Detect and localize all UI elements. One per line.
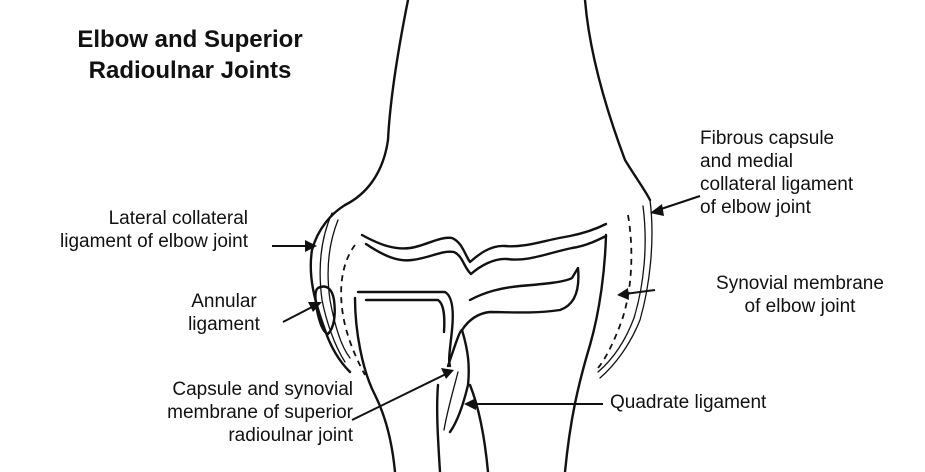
lateral-capsule-band-2 <box>328 220 350 358</box>
radius-head-outline <box>358 292 453 366</box>
arrowhead-quadrate <box>464 398 476 410</box>
label-synovial-line-2: of elbow joint <box>680 295 920 318</box>
ulna-lateral-shaft <box>470 385 488 472</box>
arrowhead-fibrous-capsule <box>650 204 664 216</box>
label-fibrous-line-3: collateral ligament <box>700 173 853 196</box>
arrowhead-synovial-elbow <box>617 288 629 300</box>
label-lateral-collateral: Lateral collateral ligament of elbow joi… <box>60 207 248 253</box>
label-capsule-line-3: radioulnar joint <box>167 424 353 447</box>
medial-capsule-band <box>600 200 652 378</box>
pointer-annular <box>283 306 314 322</box>
title-line-1: Elbow and Superior <box>0 24 380 55</box>
label-capsule-line-1: Capsule and synovial <box>167 378 353 401</box>
label-capsule-superior-radioulnar: Capsule and synovial membrane of superio… <box>167 378 353 447</box>
label-fibrous-capsule: Fibrous capsule and medial collateral li… <box>700 127 853 219</box>
pointer-capsule-superior <box>352 374 446 420</box>
arrowhead-capsule-superior <box>441 368 454 379</box>
radius-shaft-lateral <box>355 298 395 472</box>
label-synovial-membrane-elbow: Synovial membrane of elbow joint <box>680 272 920 318</box>
label-annular-ligament: Annular ligament <box>170 290 278 336</box>
medial-capsule-band-2 <box>598 206 645 372</box>
label-fibrous-line-1: Fibrous capsule <box>700 127 853 150</box>
diagram-title: Elbow and Superior Radioulnar Joints <box>0 24 380 86</box>
humerus-shaft-medial <box>585 0 650 200</box>
label-lateral-collateral-line-1: Lateral collateral <box>60 207 248 230</box>
label-annular-line-2: ligament <box>170 313 278 336</box>
label-annular-line-1: Annular <box>170 290 278 313</box>
radius-head-inner <box>366 300 444 332</box>
ulna-trochlear-notch <box>462 268 578 330</box>
label-fibrous-line-2: and medial <box>700 150 853 173</box>
label-capsule-line-2: membrane of superior <box>167 401 353 424</box>
articular-surface-upper <box>362 224 606 262</box>
radius-neck <box>437 385 440 472</box>
label-quadrate-line-1: Quadrate ligament <box>610 391 766 414</box>
label-lateral-collateral-line-2: ligament of elbow joint <box>60 230 248 253</box>
title-line-2: Radioulnar Joints <box>0 55 380 86</box>
articular-surface-lower <box>366 236 606 274</box>
ulna-shaft-medial <box>565 235 606 472</box>
label-fibrous-line-4: of elbow joint <box>700 196 853 219</box>
label-quadrate-ligament: Quadrate ligament <box>610 391 766 414</box>
pointer-fibrous-capsule <box>658 196 700 210</box>
label-synovial-line-1: Synovial membrane <box>680 272 920 295</box>
